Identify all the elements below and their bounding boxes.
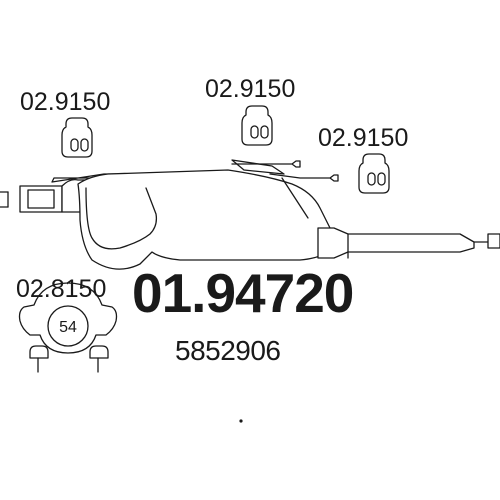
hanger-center-part-number: 02.9150 <box>205 75 295 103</box>
clamp-diameter-label: 54 <box>59 319 77 336</box>
oem-part-number: 5852906 <box>175 335 281 366</box>
hanger-right-part-number: 02.9150 <box>318 124 408 152</box>
main-part-number: 01.94720 <box>132 262 353 324</box>
rubber-hanger-left <box>61 117 93 158</box>
clamp-part-number: 02.8150 <box>16 275 106 303</box>
rubber-hanger-right <box>358 153 390 194</box>
rear-silencer <box>0 159 500 270</box>
rubber-hanger-center <box>241 105 273 146</box>
pipe-clamp: 54 <box>18 282 118 373</box>
hanger-left-part-number: 02.9150 <box>20 88 110 116</box>
stray-dot <box>239 419 243 423</box>
